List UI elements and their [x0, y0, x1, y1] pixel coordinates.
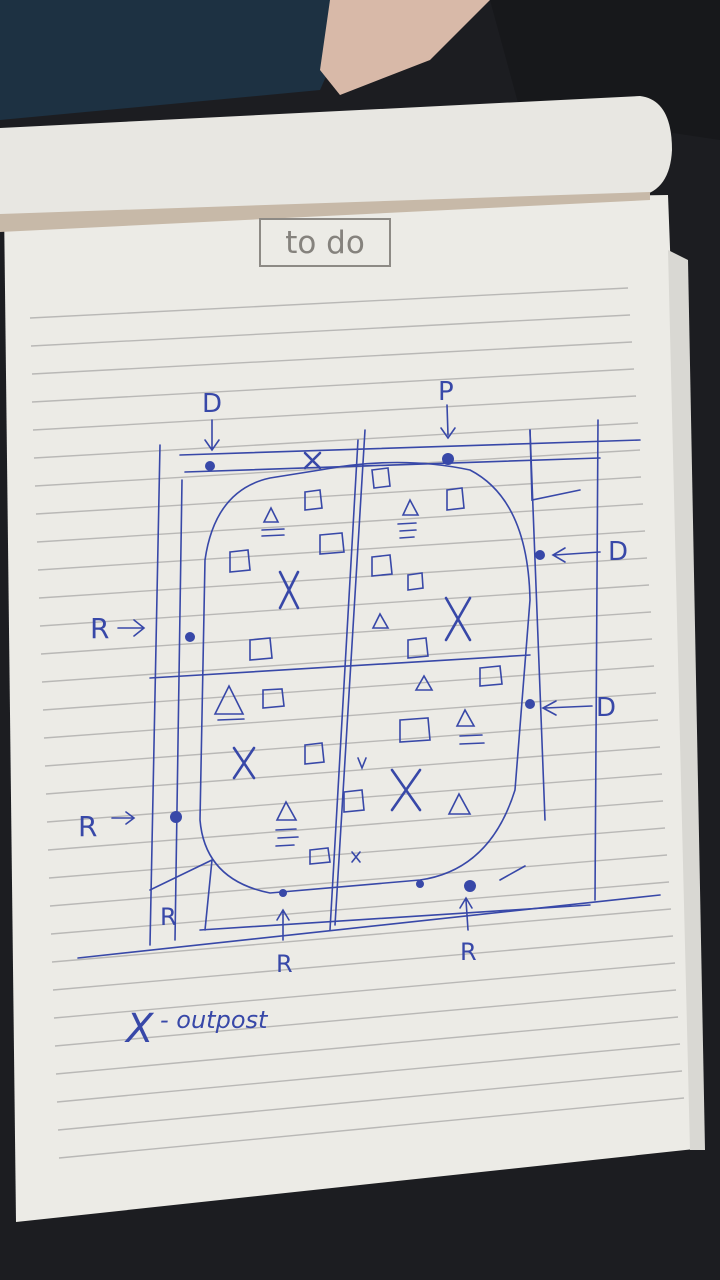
frame-top-line — [179, 439, 641, 456]
arrow-right-2 — [541, 700, 593, 716]
label-left-r-2: R — [78, 810, 97, 843]
label-top-p: P — [438, 377, 454, 407]
entry-dots — [170, 453, 545, 897]
right-bracket — [529, 429, 581, 501]
arrow-right-1 — [551, 547, 601, 563]
flipped-sheet-roll — [0, 96, 672, 222]
hand-sketch: D P D D R R R R R — [77, 377, 661, 978]
frame-mid-vertical-2 — [329, 439, 359, 931]
dash-marks — [217, 522, 485, 863]
arrow-left-1 — [117, 619, 146, 637]
corner-scribble-2 — [499, 865, 526, 881]
flipped-sheet-shadow — [0, 192, 650, 232]
frame-mid-vertical — [334, 429, 366, 926]
frame-bottom-line-2 — [199, 904, 591, 931]
frame-left-inner-line — [174, 479, 183, 941]
label-right-d-1: D — [608, 537, 628, 567]
frame-mid-horizontal — [149, 654, 531, 679]
label-bottom-r-1: R — [160, 903, 177, 931]
arrow-bottom-2 — [459, 896, 473, 931]
page-title: to do — [259, 218, 391, 267]
notepad-page — [4, 195, 704, 1222]
legend-symbol: X — [124, 1006, 155, 1052]
page-edge-right — [668, 250, 705, 1150]
arrow-top-left — [204, 419, 220, 452]
arrow-bottom-1 — [276, 908, 290, 941]
outpost-marks — [232, 451, 472, 812]
label-top-d: D — [202, 389, 222, 419]
label-bottom-r-2: R — [276, 950, 293, 978]
frame-right-line — [594, 419, 599, 901]
label-left-r-1: R — [90, 612, 109, 645]
corner-scribble — [149, 858, 213, 931]
legend-text: - outpost — [160, 1006, 269, 1034]
label-right-d-2: D — [596, 693, 616, 723]
frame-bottom-line — [77, 894, 661, 959]
triangle-markers — [213, 498, 476, 821]
skin-patch — [320, 0, 490, 95]
ruled-lines — [29, 287, 685, 1159]
rounded-area-outline — [199, 461, 531, 894]
frame-left-line — [149, 444, 161, 946]
legend: X - outpost — [124, 1006, 269, 1052]
arrow-top-right — [440, 404, 456, 440]
blue-fabric — [0, 0, 360, 120]
label-bottom-r-3: R — [460, 938, 477, 966]
arrow-left-2 — [111, 811, 136, 825]
square-markers — [229, 467, 503, 865]
